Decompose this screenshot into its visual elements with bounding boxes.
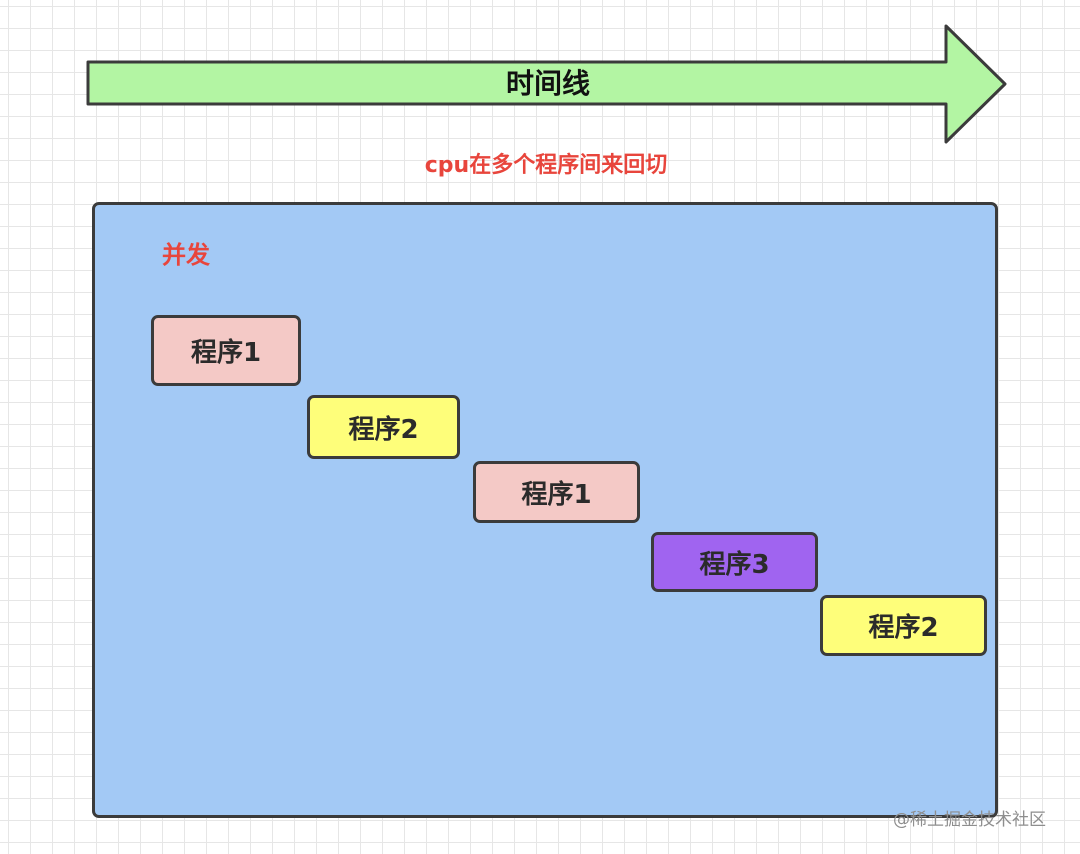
- program-label: 程序3: [699, 549, 770, 580]
- program-block-2: 程序2: [307, 395, 460, 459]
- program-block-4: 程序3: [651, 532, 818, 592]
- program-label: 程序1: [521, 479, 592, 510]
- program-block-5: 程序2: [820, 595, 987, 656]
- cpu-switch-caption: cpu在多个程序间来回切: [424, 153, 668, 178]
- watermark: @稀土掘金技术社区: [893, 810, 1046, 830]
- program-label: 程序2: [868, 613, 939, 643]
- concurrency-panel: [92, 202, 998, 818]
- program-label: 程序2: [348, 414, 419, 445]
- program-block-1: 程序1: [151, 315, 301, 386]
- concurrency-title: 并发: [162, 241, 210, 269]
- timeline-arrow-shape: [86, 24, 1007, 144]
- program-label: 程序1: [190, 338, 262, 368]
- timeline-label: 时间线: [505, 67, 590, 100]
- timeline-arrow: [86, 24, 1007, 144]
- program-block-3: 程序1: [473, 461, 640, 523]
